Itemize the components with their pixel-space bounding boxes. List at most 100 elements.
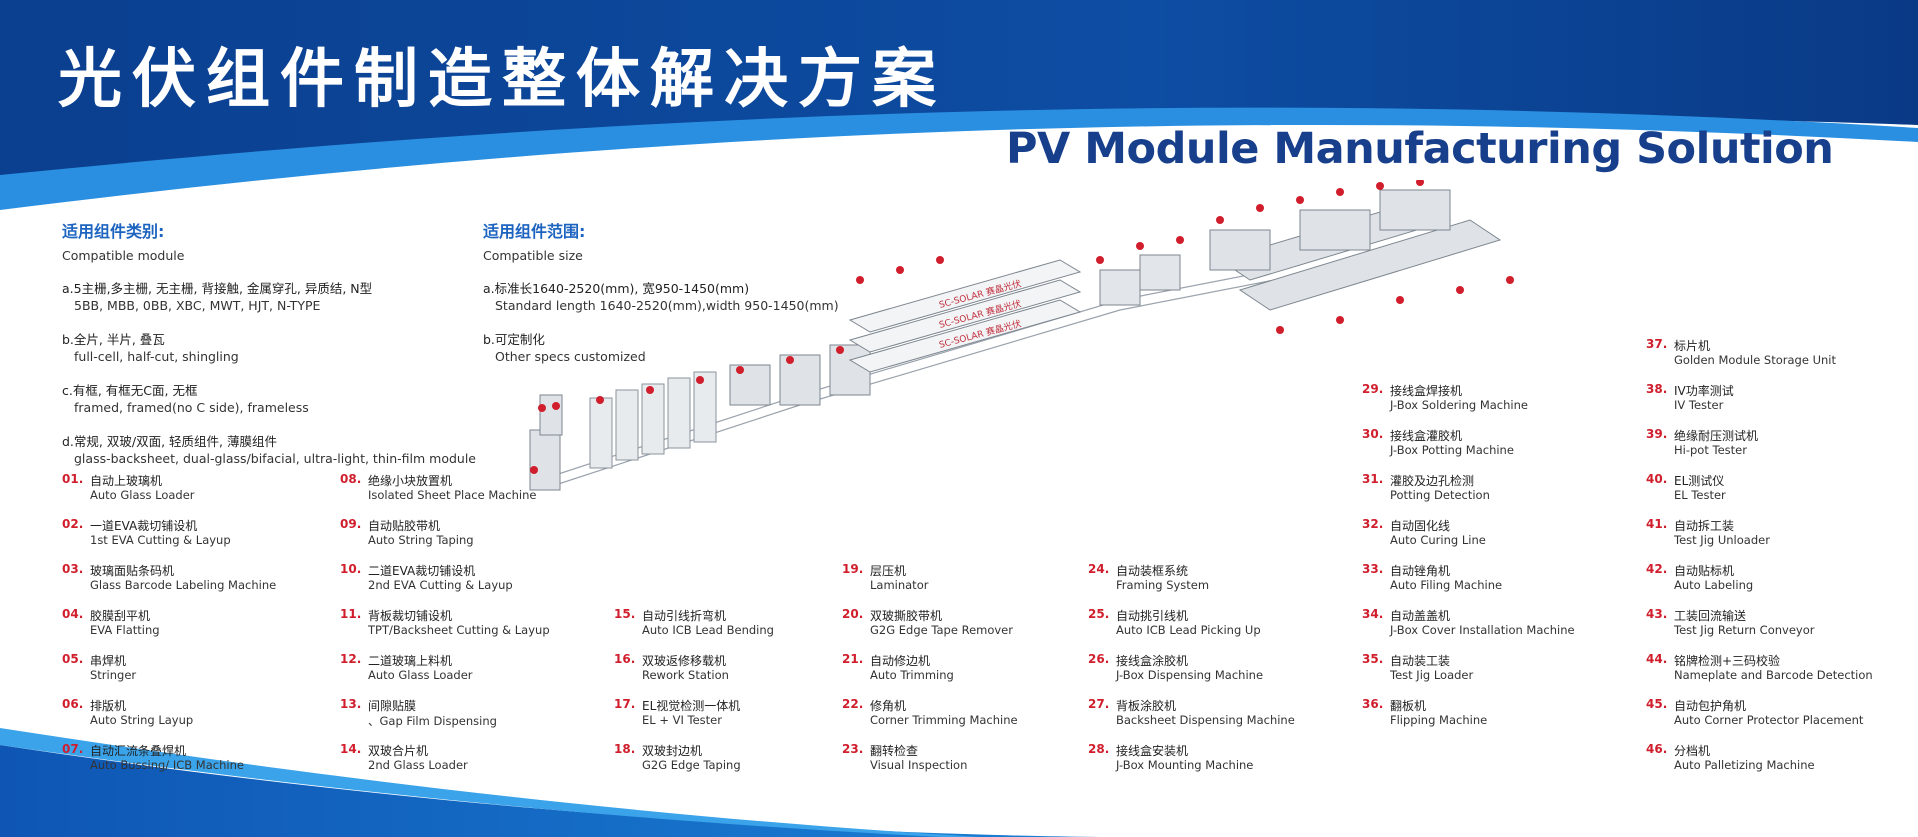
machine-name-cn: 铭牌检测+三码校验 bbox=[1674, 654, 1781, 668]
machine-number: 02. bbox=[62, 517, 84, 531]
machine-name-cn: 二道玻璃上料机 bbox=[368, 654, 453, 668]
module-range-cn: a.标准长1640-2520(mm), 宽950-1450(mm) bbox=[483, 281, 750, 296]
machine-name-cn: 双玻返修移载机 bbox=[642, 654, 727, 668]
machine-number: 42. bbox=[1646, 562, 1668, 576]
machine-number: 07. bbox=[62, 742, 84, 756]
machine-number: 30. bbox=[1362, 427, 1384, 441]
machine-number: 33. bbox=[1362, 562, 1384, 576]
machine-name-cn: EL视觉检测一体机 bbox=[642, 699, 741, 713]
machine-name-en: Golden Module Storage Unit bbox=[1674, 353, 1836, 367]
module-types-subtitle: Compatible module bbox=[62, 248, 185, 263]
line-conveyor bbox=[539, 264, 1301, 491]
module-type-item: b.全片, 半片, 叠瓦 full-cell, half-cut, shingl… bbox=[62, 331, 482, 365]
machine-name-en: Auto String Layup bbox=[90, 713, 194, 727]
machine-number: 16. bbox=[614, 652, 636, 666]
machine-number: 18. bbox=[614, 742, 636, 756]
machine-name-en: J-Box Potting Machine bbox=[1390, 443, 1514, 457]
machine-number: 08. bbox=[340, 472, 362, 486]
machine-number: 25. bbox=[1088, 607, 1110, 621]
machine-name-en: Hi-pot Tester bbox=[1674, 443, 1747, 457]
module-type-cn: d.常规, 双玻/双面, 轻质组件, 薄膜组件 bbox=[62, 434, 277, 449]
module-range-item: b.可定制化 Other specs customized bbox=[483, 331, 883, 365]
machine-name-cn: 自动上玻璃机 bbox=[90, 474, 163, 488]
machine-number: 04. bbox=[62, 607, 84, 621]
framing-group bbox=[1099, 254, 1181, 306]
machine-name-cn: IV功率测试 bbox=[1674, 384, 1734, 398]
module-type-en: glass-backsheet, dual-glass/bifacial, ul… bbox=[74, 451, 476, 466]
machine-name-en: Auto Glass Loader bbox=[90, 488, 195, 502]
machine-number: 19. bbox=[842, 562, 864, 576]
module-range-cn: b.可定制化 bbox=[483, 332, 545, 347]
loader-group bbox=[529, 344, 871, 491]
production-line-diagram: SC-SOLAR 赛晶光伏 SC-SOLAR 赛晶光伏 SC-SOLAR 赛晶光… bbox=[529, 180, 1514, 491]
machine-number: 31. bbox=[1362, 472, 1384, 486]
module-types-section: 适用组件类别: Compatible module a.5主栅,多主栅, 无主栅… bbox=[62, 218, 482, 467]
machine-name-cn: 接线盒安装机 bbox=[1116, 744, 1189, 758]
machine-name-en: EL Tester bbox=[1674, 488, 1726, 502]
machine-number: 41. bbox=[1646, 517, 1668, 531]
machine-name-en: Nameplate and Barcode Detection bbox=[1674, 668, 1873, 682]
machine-name-cn: 分档机 bbox=[1674, 744, 1711, 758]
machine-number: 28. bbox=[1088, 742, 1110, 756]
module-type-cn: c.有框, 有框无C面, 无框 bbox=[62, 383, 198, 398]
machine-number: 23. bbox=[842, 742, 864, 756]
machine-number: 26. bbox=[1088, 652, 1110, 666]
machine-name-en: J-Box Mounting Machine bbox=[1116, 758, 1254, 772]
machine-name-cn: 接线盒涂胶机 bbox=[1116, 654, 1189, 668]
machine-name-en: Framing System bbox=[1116, 578, 1210, 592]
machine-number: 45. bbox=[1646, 697, 1668, 711]
module-type-item: a.5主栅,多主栅, 无主栅, 背接触, 金属穿孔, 异质结, N型 5BB, … bbox=[62, 280, 482, 314]
machine-name-cn: 绝缘耐压测试机 bbox=[1674, 429, 1759, 443]
machine-name-cn: 自动固化线 bbox=[1390, 519, 1451, 533]
machine-number: 05. bbox=[62, 652, 84, 666]
machine-name-en: G2G Edge Taping bbox=[642, 758, 741, 772]
machine-name-en: Rework Station bbox=[642, 668, 729, 682]
machine-name-cn: 修角机 bbox=[870, 699, 907, 713]
machine-number: 43. bbox=[1646, 607, 1668, 621]
module-range-item: a.标准长1640-2520(mm), 宽950-1450(mm) Standa… bbox=[483, 280, 883, 314]
machine-number: 44. bbox=[1646, 652, 1668, 666]
machine-number: 24. bbox=[1088, 562, 1110, 576]
machine-name-en: Auto Corner Protector Placement bbox=[1674, 713, 1864, 727]
machine-name-en: 、Gap Film Dispensing bbox=[368, 714, 497, 728]
machine-name-cn: 工装回流输送 bbox=[1674, 609, 1747, 623]
machine-name-cn: 翻板机 bbox=[1390, 699, 1427, 713]
module-range-en: Other specs customized bbox=[495, 349, 646, 364]
machine-name-en: J-Box Dispensing Machine bbox=[1116, 668, 1264, 682]
machine-name-cn: 自动锉角机 bbox=[1390, 564, 1451, 578]
machine-name-en: Auto ICB Lead Picking Up bbox=[1116, 623, 1261, 637]
machine-name-cn: 双玻封边机 bbox=[642, 744, 703, 758]
machine-name-cn: 灌胶及边孔检测 bbox=[1390, 474, 1475, 488]
machine-number: 11. bbox=[340, 607, 362, 621]
machine-name-en: Test Jig Unloader bbox=[1674, 533, 1770, 547]
machine-name-cn: 玻璃面贴条码机 bbox=[90, 564, 175, 578]
machine-name-cn: 胶膜刮平机 bbox=[90, 609, 151, 623]
machine-number: 17. bbox=[614, 697, 636, 711]
module-type-en: full-cell, half-cut, shingling bbox=[74, 349, 239, 364]
machine-number: 21. bbox=[842, 652, 864, 666]
machine-number: 29. bbox=[1362, 382, 1384, 396]
machine-name-en: Auto Palletizing Machine bbox=[1674, 758, 1815, 772]
machine-name-en: Test Jig Return Conveyor bbox=[1674, 623, 1815, 637]
machine-name-cn: 自动包护角机 bbox=[1674, 699, 1747, 713]
machine-number: 06. bbox=[62, 697, 84, 711]
machine-name-cn: EL测试仪 bbox=[1674, 474, 1725, 488]
machine-number: 36. bbox=[1362, 697, 1384, 711]
machine-name-cn: 一道EVA裁切铺设机 bbox=[90, 519, 198, 533]
machine-name-en: Visual Inspection bbox=[870, 758, 968, 772]
machine-number: 34. bbox=[1362, 607, 1384, 621]
machine-name-cn: 自动装框系统 bbox=[1116, 564, 1189, 578]
machine-number: 13. bbox=[340, 697, 362, 711]
machine-name-en: Auto Filing Machine bbox=[1390, 578, 1503, 592]
machine-number: 09. bbox=[340, 517, 362, 531]
machine-name-cn: 背板裁切铺设机 bbox=[368, 609, 453, 623]
module-type-cn: b.全片, 半片, 叠瓦 bbox=[62, 332, 165, 347]
machine-name-cn: 接线盒灌胶机 bbox=[1390, 429, 1463, 443]
machine-name-en: Auto Curing Line bbox=[1390, 533, 1486, 547]
machine-number: 38. bbox=[1646, 382, 1668, 396]
machine-name-cn: 间隙贴膜 bbox=[368, 699, 417, 713]
machine-name-cn: 自动挑引线机 bbox=[1116, 609, 1189, 623]
machine-name-en: J-Box Soldering Machine bbox=[1390, 398, 1528, 412]
module-type-item: d.常规, 双玻/双面, 轻质组件, 薄膜组件 glass-backsheet,… bbox=[62, 433, 482, 467]
